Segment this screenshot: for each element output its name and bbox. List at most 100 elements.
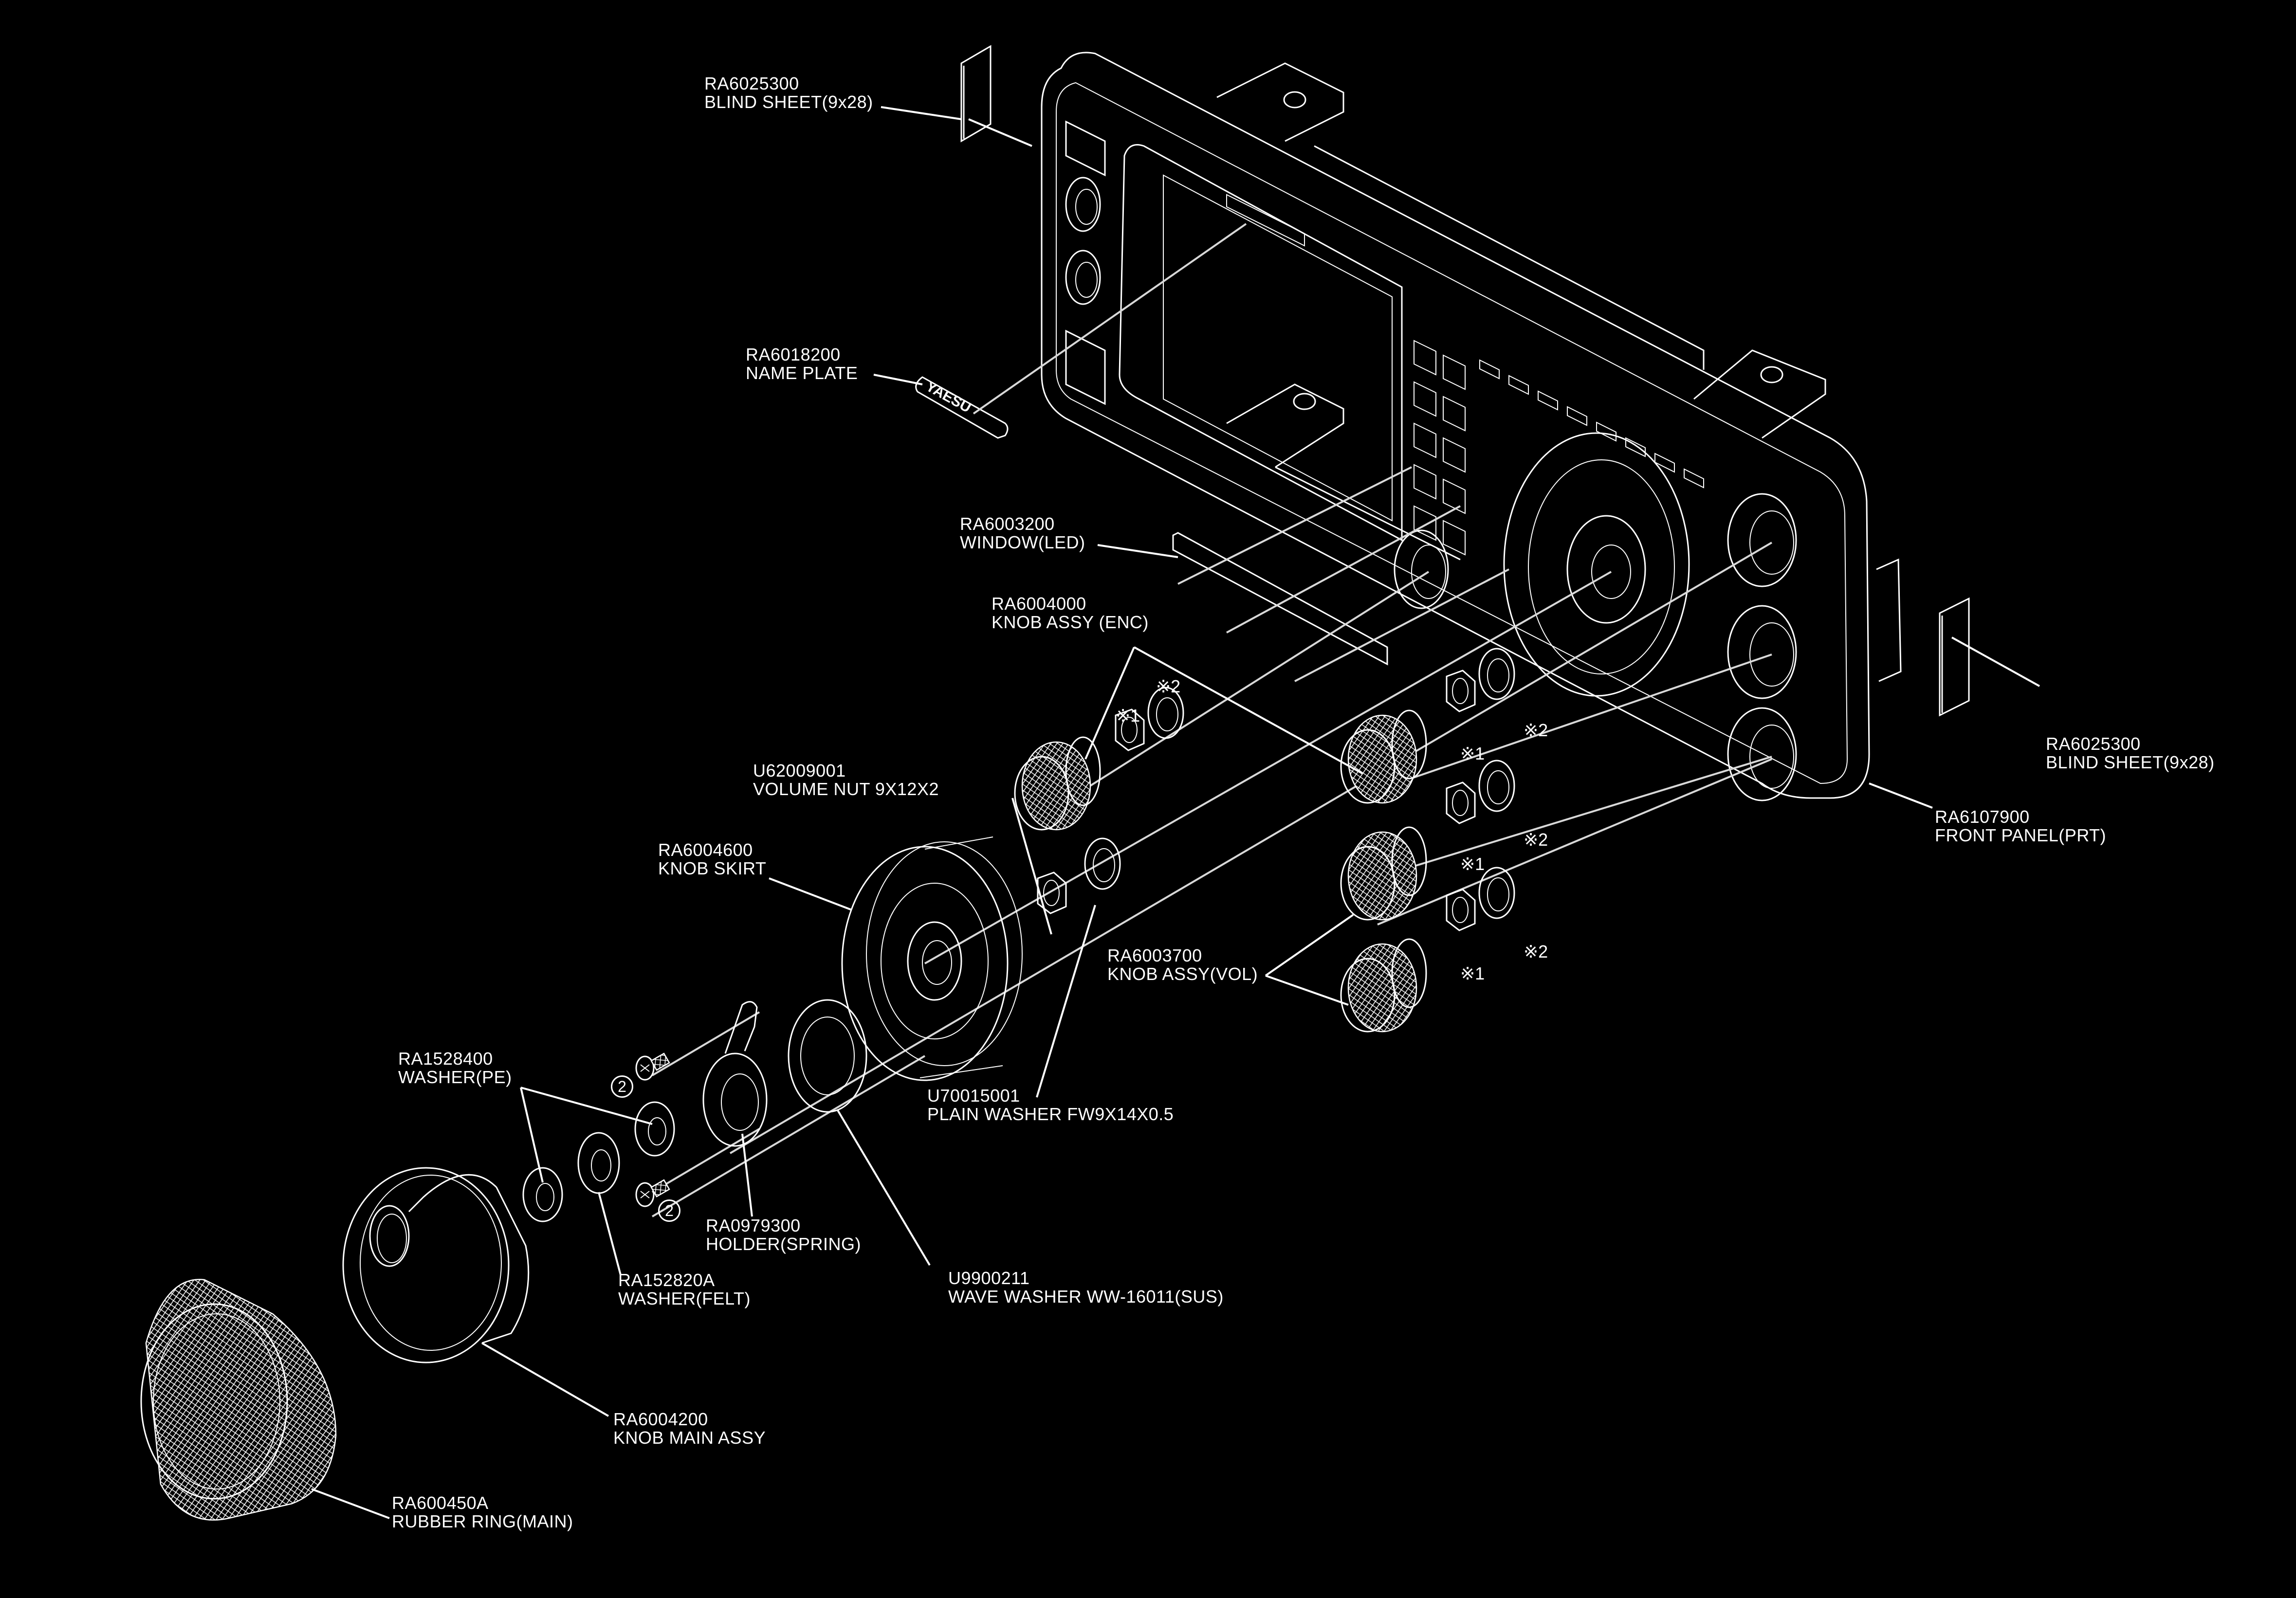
callout-rubber-ring: RA600450A RUBBER RING(MAIN) xyxy=(392,1494,573,1531)
round-button xyxy=(1727,493,1797,587)
part-number: RA6004000 xyxy=(992,594,1086,614)
encoder-shaft xyxy=(1591,545,1631,599)
nuts-and-washers xyxy=(1037,648,1515,931)
screw-count-marker: 2 xyxy=(611,1075,633,1098)
qty-marker: ※2 xyxy=(1524,942,1548,962)
callout-wave-washer: U9900211 WAVE WASHER WW-16011(SUS) xyxy=(948,1269,1224,1306)
rubber-ring-drawing xyxy=(140,1279,337,1521)
part-number: RA6004600 xyxy=(658,840,753,860)
screw-bottom xyxy=(635,1179,670,1207)
nut-bore xyxy=(1043,880,1060,906)
side-connector xyxy=(1876,558,1902,682)
front-panel-drawing xyxy=(1041,52,1902,801)
washer xyxy=(1478,867,1515,919)
part-name: WASHER(FELT) xyxy=(618,1289,751,1308)
part-number: RA6025300 xyxy=(2046,734,2141,754)
hex-nut xyxy=(1446,889,1476,931)
knob-enc-2 xyxy=(1340,709,1427,804)
part-number: RA6003200 xyxy=(960,514,1055,534)
panel-key xyxy=(1414,505,1436,541)
round-button xyxy=(1727,605,1797,699)
part-name: FRONT PANEL(PRT) xyxy=(1935,825,2107,845)
part-name: NAME PLATE xyxy=(746,363,858,383)
chassis-tab-top xyxy=(1216,62,1344,142)
part-number: RA0979300 xyxy=(706,1216,801,1235)
callout-washer-felt: RA152820A WASHER(FELT) xyxy=(618,1271,751,1308)
panel-key xyxy=(1443,354,1466,390)
part-name: PLAIN WASHER FW9X14X0.5 xyxy=(927,1104,1174,1124)
left-button-rect-bottom xyxy=(1065,329,1106,405)
hex-nut xyxy=(1115,708,1145,751)
qty-marker: ※1 xyxy=(1460,854,1485,874)
part-name: WAVE WASHER WW-16011(SUS) xyxy=(948,1287,1224,1307)
panel-key-small xyxy=(1684,468,1704,489)
mount-hole xyxy=(1283,91,1306,109)
qty-marker: ※2 xyxy=(1524,830,1548,850)
chassis-tab-right xyxy=(1693,349,1826,439)
left-button-round-inner xyxy=(1075,262,1098,298)
left-button-round xyxy=(1065,250,1101,305)
washer xyxy=(1147,687,1184,739)
left-button-round-inner xyxy=(1075,189,1098,225)
round-button-inner xyxy=(1749,510,1794,575)
hex-nut xyxy=(1446,781,1476,824)
washer-bore xyxy=(1487,658,1509,692)
name-plate-drawing: YAESU xyxy=(915,376,1009,439)
panel-key-small xyxy=(1479,359,1500,380)
blind-sheet-right-drawing xyxy=(1939,597,1970,717)
part-number: RA6003700 xyxy=(1107,945,1202,965)
part-name: KNOB SKIRT xyxy=(658,858,767,878)
panel-key xyxy=(1414,381,1436,417)
washer-pe-drawing xyxy=(522,1101,675,1222)
part-name: WASHER(PE) xyxy=(398,1067,512,1087)
panel-key-small xyxy=(1538,390,1558,411)
knob-enc-1 xyxy=(1014,736,1101,831)
nut-bore xyxy=(1452,897,1469,923)
part-name: KNOB ASSY (ENC) xyxy=(992,612,1149,632)
qty-marker: ※1 xyxy=(1460,963,1485,983)
panel-key xyxy=(1414,464,1436,500)
wave-washer-drawing xyxy=(788,999,867,1113)
nut-bore xyxy=(1452,678,1469,704)
callout-knob-assy-vol: RA6003700 KNOB ASSY(VOL) xyxy=(1107,946,1258,983)
panel-key-small xyxy=(1596,421,1616,442)
blind-sheet-left-drawing xyxy=(960,45,992,143)
washer-bore xyxy=(1487,770,1509,804)
callout-knob-assy-enc: RA6004000 KNOB ASSY (ENC) xyxy=(992,595,1149,632)
callout-volume-nut: U62009001 VOLUME NUT 9X12X2 xyxy=(753,762,939,799)
round-button-inner xyxy=(1749,622,1794,687)
callout-window-led: RA6003200 WINDOW(LED) xyxy=(960,515,1085,552)
panel-key xyxy=(1414,422,1436,458)
qty-marker: ※1 xyxy=(1460,744,1485,763)
washer xyxy=(1478,648,1515,700)
display-opening xyxy=(1163,174,1393,522)
callout-front-panel: RA6107900 FRONT PANEL(PRT) xyxy=(1935,808,2106,845)
screw-count-marker: 2 xyxy=(658,1199,680,1222)
chassis-tab-mid xyxy=(1226,383,1344,468)
panel-key xyxy=(1443,478,1466,514)
panel-key xyxy=(1443,520,1466,556)
qty-marker: ※2 xyxy=(1156,676,1181,696)
callout-name-plate: RA6018200 NAME PLATE xyxy=(746,345,858,382)
nut-bore xyxy=(1121,717,1138,743)
part-number: RA6018200 xyxy=(746,345,841,364)
screw-top xyxy=(635,1053,670,1081)
bezel-outer xyxy=(1041,52,1870,799)
panel-key xyxy=(1414,340,1436,376)
encoder-hub xyxy=(1566,515,1646,624)
knob-vol-2 xyxy=(1340,938,1427,1033)
round-button-inner xyxy=(1749,725,1794,789)
part-name: VOLUME NUT 9X12X2 xyxy=(753,779,939,799)
panel-key xyxy=(1443,396,1466,432)
panel-key-small xyxy=(1567,406,1587,426)
mount-hole xyxy=(1293,393,1316,410)
left-button-rect-top xyxy=(1065,120,1106,177)
part-number: RA6004200 xyxy=(613,1409,708,1429)
assembly-axes xyxy=(651,223,1773,1217)
part-number: RA6107900 xyxy=(1935,807,2030,827)
volume-nut xyxy=(1037,872,1067,914)
panel-key-small xyxy=(1654,453,1675,473)
callout-holder-spring: RA0979300 HOLDER(SPRING) xyxy=(706,1217,861,1253)
